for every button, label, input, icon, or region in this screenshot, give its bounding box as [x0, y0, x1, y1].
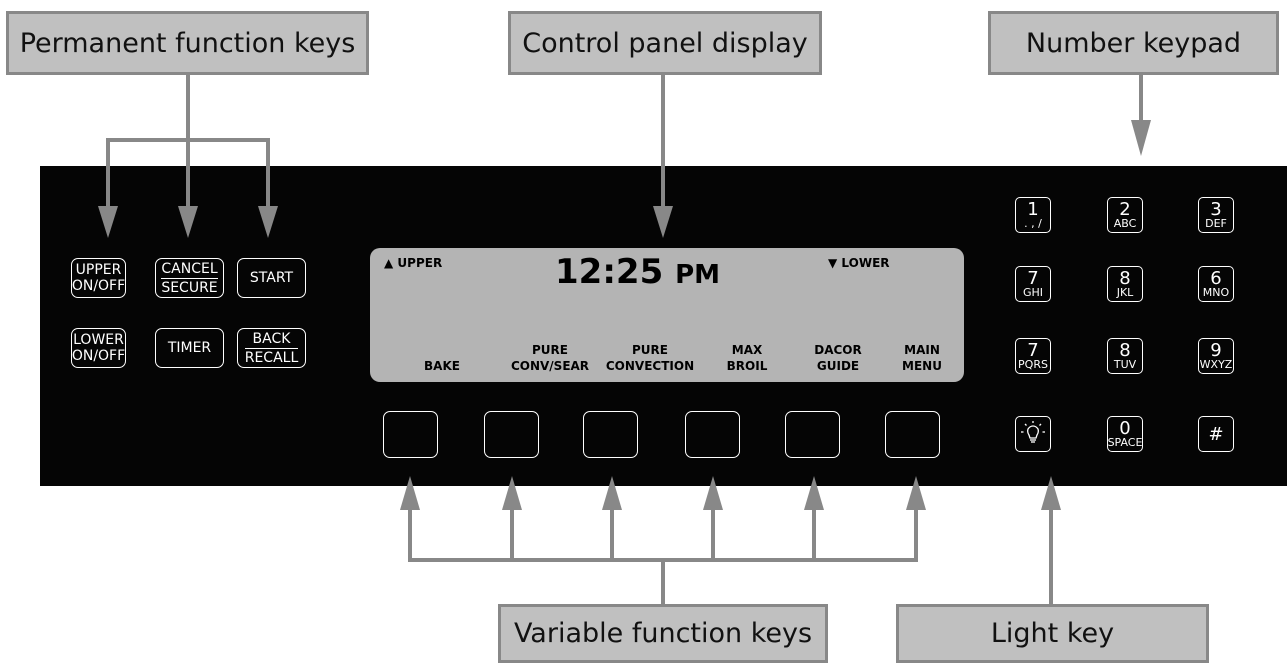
arrowhead-main-menu [906, 476, 926, 510]
keypad-key-ghi[interactable]: 7 GHI [1015, 266, 1051, 302]
start-button[interactable]: START [237, 258, 306, 298]
display-label-max-broil-line1: MAX [731, 343, 763, 357]
lower-on-off-button[interactable]: LOWER ON/OFF [71, 328, 126, 368]
clock-ampm: PM [675, 260, 721, 290]
variable-key-main-menu[interactable] [885, 411, 940, 458]
keypad-key-3-digit: 3 [1210, 199, 1222, 220]
cancel-secure-button[interactable]: CANCEL SECURE [155, 258, 224, 298]
arrowhead-max-broil [703, 476, 723, 510]
display-label-pure-conv-sear-line1: PURE [532, 343, 568, 357]
keypad-key-ghi-letters: GHI [1022, 286, 1044, 299]
arrowhead-bake [400, 476, 420, 510]
keypad-key-jkl[interactable]: 8 JKL [1107, 266, 1143, 302]
arrowhead-dacor-guide [804, 476, 824, 510]
keypad-key-3[interactable]: 3 DEF [1198, 197, 1234, 233]
timer-button[interactable]: TIMER [155, 328, 224, 368]
display-label-pure-conv-sear: PURE CONV/SEAR [500, 342, 600, 374]
display-label-pure-convection-line1: PURE [632, 343, 668, 357]
display-label-pure-convection-line2: CONVECTION [605, 359, 695, 373]
keypad-key-tuv[interactable]: 8 TUV [1107, 338, 1143, 374]
keypad-key-wxyz-digit: 9 [1210, 340, 1222, 361]
keypad-key-1-digit: 1 [1027, 199, 1039, 220]
keypad-key-hash-symbol: # [1208, 423, 1224, 445]
display-label-bake: BAKE [392, 342, 492, 374]
secure-label: SECURE [161, 277, 218, 296]
keypad-key-2-digit: 2 [1119, 199, 1131, 220]
keypad-key-mno[interactable]: 6 MNO [1198, 266, 1234, 302]
keypad-key-hash[interactable]: # [1198, 416, 1234, 452]
back-label: BACK [252, 330, 291, 347]
upper-on-off-line1: UPPER [75, 262, 122, 278]
upper-on-off-line2: ON/OFF [71, 278, 126, 294]
variable-key-bake[interactable] [383, 411, 438, 458]
keypad-key-ghi-digit: 7 [1027, 268, 1039, 289]
arrowhead-upper-on-off [98, 206, 118, 238]
keypad-key-wxyz[interactable]: 9 WXYZ [1198, 338, 1234, 374]
start-label: START [249, 270, 294, 286]
control-panel-display: ▲ UPPER 12:25 PM ▼ LOWER BAKE PURE CONV/… [370, 248, 964, 382]
keypad-key-1[interactable]: 1 . , / [1015, 197, 1051, 233]
upper-on-off-button[interactable]: UPPER ON/OFF [71, 258, 126, 298]
arrowhead-light-key [1041, 476, 1061, 510]
keypad-key-pqrs[interactable]: 7 PQRS [1015, 338, 1051, 374]
display-label-dacor-guide: DACOR GUIDE [788, 342, 888, 374]
arrowhead-pure-convection [602, 476, 622, 510]
variable-key-dacor-guide[interactable] [785, 411, 840, 458]
callout-permanent-function-keys: Permanent function keys [6, 11, 369, 75]
keypad-key-wxyz-letters: WXYZ [1199, 358, 1233, 371]
keypad-key-tuv-letters: TUV [1113, 358, 1137, 371]
display-label-max-broil: MAX BROIL [697, 342, 797, 374]
lower-on-off-line1: LOWER [73, 332, 124, 348]
keypad-key-mno-letters: MNO [1202, 286, 1230, 299]
keypad-key-2-letters: ABC [1113, 217, 1137, 230]
keypad-key-mno-digit: 6 [1210, 268, 1222, 289]
keypad-key-0-digit: 0 [1119, 418, 1131, 439]
keypad-key-pqrs-digit: 7 [1027, 340, 1039, 361]
display-label-max-broil-line2: BROIL [726, 359, 768, 373]
variable-key-pure-convection[interactable] [583, 411, 638, 458]
keypad-key-0-space[interactable]: 0 SPACE [1107, 416, 1143, 452]
clock-digits: 12:25 [555, 252, 664, 292]
arrowhead-cancel-secure [178, 206, 198, 238]
lower-indicator: ▼ LOWER [828, 256, 890, 270]
keypad-key-tuv-digit: 8 [1119, 340, 1131, 361]
keypad-key-jkl-letters: JKL [1116, 286, 1134, 299]
arrowhead-pure-conv-sear [502, 476, 522, 510]
clock-time: 12:25 PM [555, 253, 720, 294]
display-label-pure-convection: PURE CONVECTION [597, 342, 703, 374]
cancel-label: CANCEL [161, 260, 218, 277]
light-key[interactable] [1015, 416, 1051, 452]
display-label-main-menu-line2: MENU [902, 359, 942, 373]
keypad-key-1-letters: . , / [1024, 217, 1042, 230]
lightbulb-icon [1021, 421, 1045, 443]
display-label-bake-line2: BAKE [424, 359, 460, 373]
variable-key-pure-conv-sear[interactable] [484, 411, 539, 458]
callout-variable-function-keys: Variable function keys [498, 604, 828, 663]
keypad-key-2[interactable]: 2 ABC [1107, 197, 1143, 233]
display-label-main-menu-line1: MAIN [904, 343, 940, 357]
callout-number-keypad: Number keypad [988, 11, 1279, 75]
back-recall-button[interactable]: BACK RECALL [237, 328, 306, 368]
recall-label: RECALL [244, 347, 299, 366]
upper-indicator: ▲ UPPER [384, 256, 443, 270]
keypad-key-0-letters: SPACE [1107, 436, 1143, 449]
display-label-dacor-guide-line1: DACOR [814, 343, 862, 357]
display-label-main-menu: MAIN MENU [892, 342, 952, 374]
keypad-key-3-letters: DEF [1205, 217, 1227, 230]
display-label-dacor-guide-line2: GUIDE [816, 359, 860, 373]
keypad-key-jkl-digit: 8 [1119, 268, 1131, 289]
variable-key-max-broil[interactable] [685, 411, 740, 458]
timer-label: TIMER [167, 340, 212, 356]
arrowhead-start [258, 206, 278, 238]
display-label-pure-conv-sear-line2: CONV/SEAR [510, 359, 590, 373]
keypad-key-pqrs-letters: PQRS [1018, 358, 1048, 371]
arrowhead-keypad [1131, 120, 1151, 156]
arrowhead-display [653, 206, 673, 238]
lower-on-off-line2: ON/OFF [71, 348, 126, 364]
